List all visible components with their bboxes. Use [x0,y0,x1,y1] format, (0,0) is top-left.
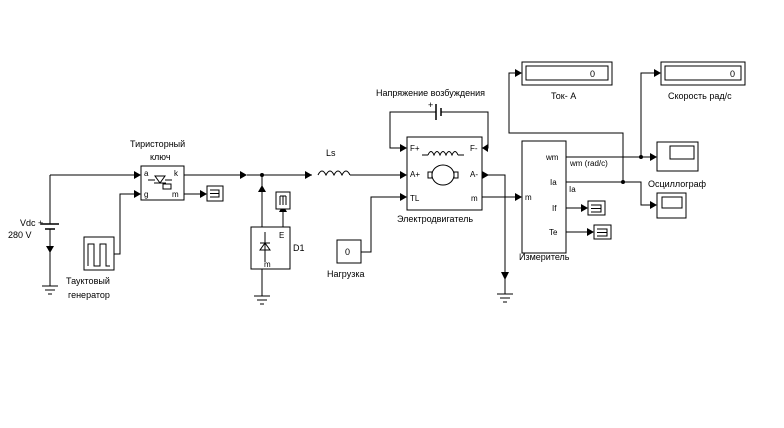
motor-port-m: m [471,194,478,203]
measurement-block[interactable] [521,140,567,254]
dc-motor-block[interactable] [406,136,483,211]
current-display-value: 0 [590,69,595,79]
meter-port-if: If [552,204,557,213]
oscilloscope-block-2[interactable] [656,192,687,219]
excitation-source[interactable] [435,104,442,120]
motor-port-fplus: F+ [410,144,420,153]
motor-port-aplus: A+ [410,170,420,179]
current-display-block[interactable]: 0 [521,61,613,86]
pulse-generator-label-1: Тауктовый [66,276,110,286]
meter-label: Измеритель [519,252,570,262]
thyristor-port-m: m [172,190,179,199]
pulse-generator-block[interactable] [83,236,115,271]
ground-icon [254,295,270,305]
thyristor-port-g: g [144,190,148,199]
excitation-plus: + [428,100,433,110]
current-display-label: Ток- А [551,91,576,101]
pulse-generator-label-2: генератор [68,290,110,300]
terminator-block-2[interactable] [275,191,291,210]
oscilloscope-block-1[interactable] [656,141,699,172]
motor-label: Электродвигатель [397,214,473,224]
speed-display-label: Скорость рад/с [668,91,732,101]
motor-port-aminus: A- [470,170,478,179]
diode-port-e: E [279,231,284,240]
thyristor-port-k: k [174,169,179,178]
inductor-ls[interactable] [317,170,351,177]
terminator-block-1[interactable] [206,185,224,202]
ground-icon [42,285,58,295]
ground-icon [497,293,513,303]
oscilloscope-label: Осциллограф [648,179,707,189]
load-constant-block[interactable]: 0 [336,239,362,264]
vdc-value-label: 280 V [8,230,32,240]
thyristor-title-2: ключ [150,152,171,162]
speed-display-block[interactable]: 0 [660,61,746,86]
meter-port-wm: wm [545,153,559,162]
diode-label: D1 [293,243,305,253]
excitation-voltage-label: Напряжение возбуждения [376,88,485,98]
diode-port-m: m [264,260,271,269]
meter-port-m: m [525,193,532,202]
wm-signal-label: wm (rad/c) [569,159,608,168]
terminator-block-3[interactable] [587,200,606,216]
dc-voltage-source[interactable] [41,175,59,286]
terminator-block-4[interactable] [593,224,612,240]
load-value: 0 [345,247,350,257]
inductor-label: Ls [326,148,336,158]
diode-block[interactable] [250,226,291,270]
speed-display-value: 0 [730,69,735,79]
meter-port-ia: Ia [550,178,557,187]
motor-port-fminus: F- [470,144,478,153]
motor-port-tl: TL [410,194,420,203]
thyristor-block[interactable] [140,165,185,201]
thyristor-title-1: Тиристорный [130,139,185,149]
ia-signal-label: Ia [569,185,576,194]
vdc-label: Vdc + [20,218,43,228]
meter-port-te: Te [549,228,558,237]
thyristor-port-a: a [144,169,149,178]
load-label: Нагрузка [327,269,364,279]
